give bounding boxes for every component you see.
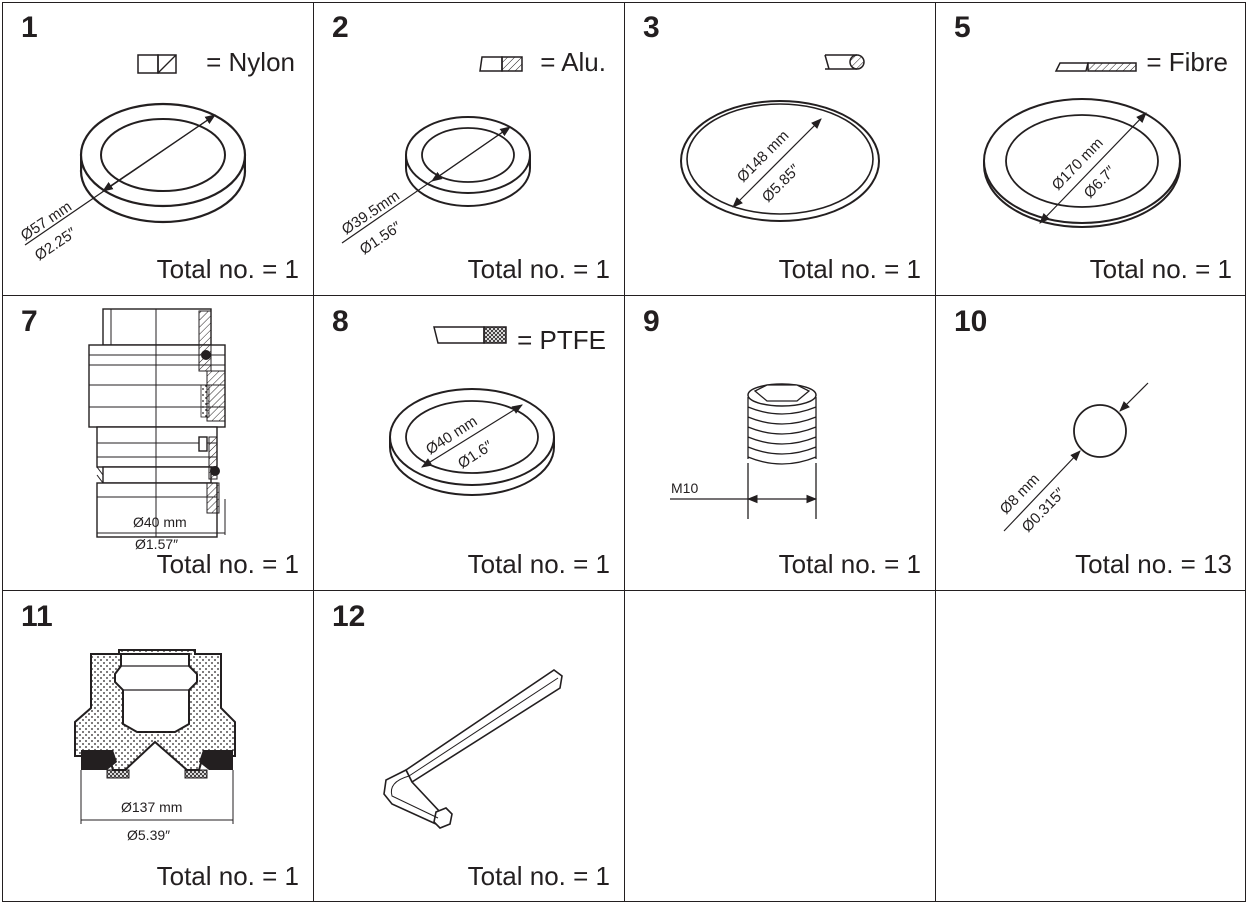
total-count: Total no. = 1 (156, 861, 299, 891)
material-label: = PTFE (517, 325, 606, 355)
part-cell-10: 10 Ø8 mm Ø0.315″ Total no. = 13 (936, 297, 1246, 590)
material-label: = Nylon (206, 47, 295, 77)
o-ring-drawing: Ø148 mm Ø5.85″ (680, 54, 880, 222)
part-number: 12 (332, 600, 366, 633)
part-cell-9: 9 M10 Total no. = 1 (625, 297, 935, 590)
dimension-mm: Ø137 mm (121, 799, 182, 815)
part-cell-7: 7 Ø40 mm (3, 297, 313, 590)
part-number: 11 (21, 600, 53, 633)
part-cell-8: 8 Ø40 mm Ø1.6″ = PTFE Total no. = 1 (314, 297, 624, 590)
part-cell-12: 12 Total no. = 1 (314, 592, 624, 902)
ptfe-ring-drawing: Ø40 mm Ø1.6″ (389, 326, 555, 496)
nylon-ring-drawing: Ø57 mm Ø2.25″ (18, 54, 247, 264)
part-number: 7 (21, 305, 38, 338)
part-number: 8 (332, 305, 349, 338)
dimension-inch: Ø5.39″ (127, 827, 170, 843)
total-count: Total no. = 1 (778, 549, 921, 579)
piston-drawing: Ø137 mm Ø5.39″ (74, 649, 236, 843)
dimension-inch: Ø1.57″ (135, 536, 178, 552)
total-count: Total no. = 1 (156, 549, 299, 579)
grid-divider (313, 2, 314, 902)
hex-key-drawing (383, 669, 563, 829)
valve-insert-drawing: Ø40 mm Ø1.57″ (88, 308, 226, 552)
part-number: 9 (643, 305, 660, 338)
fibre-gasket-drawing: Ø170 mm Ø6.7″ (983, 62, 1181, 228)
set-screw-drawing: M10 (670, 383, 818, 519)
total-count: Total no. = 1 (778, 254, 921, 284)
material-label: = Alu. (540, 47, 606, 77)
alu-ring-drawing: Ø39.5mm Ø1.56″ (339, 56, 531, 258)
thread-label: M10 (671, 480, 698, 496)
dimension-inch: Ø5.85″ (759, 161, 804, 206)
part-number: 2 (332, 11, 349, 44)
grid-divider (2, 590, 1246, 591)
total-count: Total no. = 1 (467, 861, 610, 891)
part-cell-1: 1 Ø57 mm Ø2.25″ = Nylon Total no. = 1 (3, 3, 313, 295)
grid-divider (935, 2, 936, 902)
grid-divider (624, 2, 625, 902)
part-cell-11: 11 Ø137 mm Ø5.39″ Total no. = 1 (3, 592, 313, 902)
total-count: Total no. = 1 (467, 254, 610, 284)
material-label: = Fibre (1146, 47, 1228, 77)
part-cell-3: 3 Ø148 mm Ø5.85″ Total no. = 1 (625, 3, 935, 295)
part-cell-5: 5 Ø170 mm Ø6.7″ = Fibre Total no. = 1 (936, 3, 1246, 295)
grid-divider (2, 295, 1246, 296)
total-count: Total no. = 1 (1089, 254, 1232, 284)
total-count: Total no. = 1 (467, 549, 610, 579)
part-number: 3 (643, 11, 660, 44)
part-cell-2: 2 Ø39.5mm Ø1.56″ = Alu. Total no. = 1 (314, 3, 624, 295)
steel-ball-drawing: Ø8 mm Ø0.315″ (997, 382, 1149, 536)
part-number: 5 (954, 11, 971, 44)
dimension-mm: Ø40 mm (133, 514, 187, 530)
total-count: Total no. = 1 (156, 254, 299, 284)
empty-cell (936, 592, 1246, 902)
part-number: 10 (954, 305, 988, 338)
empty-cell (625, 592, 935, 902)
total-count: Total no. = 13 (1075, 549, 1232, 579)
part-number: 1 (21, 11, 38, 44)
